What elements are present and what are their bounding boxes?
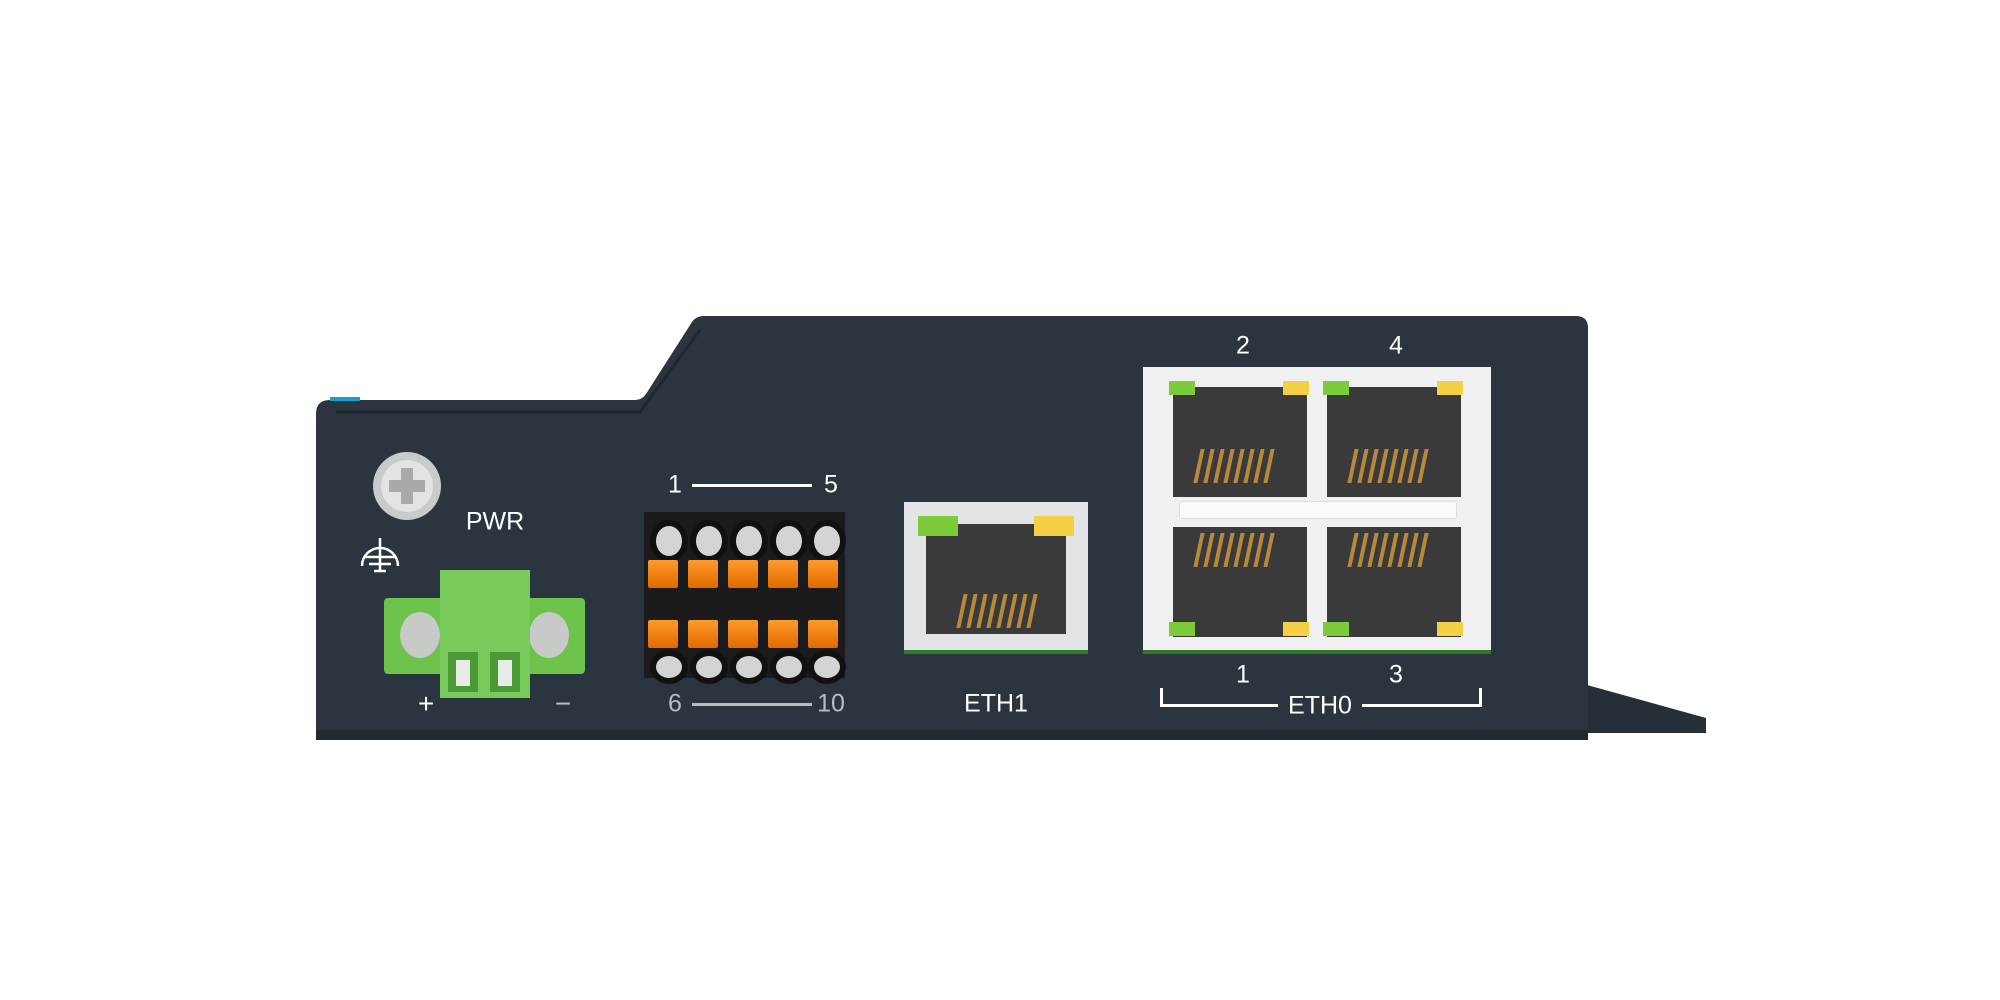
io-bottom-start: 6 — [668, 689, 682, 718]
eth0-port-1-label: 1 — [1236, 660, 1250, 689]
eth0-port-4-label: 4 — [1389, 331, 1403, 360]
eth0-port-2[interactable] — [1173, 387, 1307, 497]
plus-label: + — [417, 688, 435, 719]
io-bottom-line — [692, 703, 812, 706]
eth1-label: ETH1 — [964, 689, 1028, 718]
io-terminal-block[interactable] — [644, 512, 846, 684]
ground-symbol-icon — [360, 538, 400, 573]
pwr-label: PWR — [465, 507, 525, 536]
eth0-port-3-label: 3 — [1389, 660, 1403, 689]
eth1-link-led — [918, 516, 958, 536]
eth0-port-4[interactable] — [1327, 387, 1461, 497]
eth1-port[interactable] — [904, 502, 1088, 654]
eth0-port-3[interactable] — [1327, 527, 1461, 637]
mounting-flange — [1587, 685, 1706, 733]
io-top-line — [692, 484, 812, 487]
eth0-port-2-label: 2 — [1236, 331, 1250, 360]
io-top-end: 5 — [824, 470, 838, 499]
screw-left-icon — [400, 612, 440, 658]
io-top-start: 1 — [668, 470, 682, 499]
eth0-port-block — [1143, 367, 1491, 654]
io-bottom-end: 10 — [817, 689, 845, 718]
eth0-port-1[interactable] — [1173, 527, 1307, 637]
power-connector[interactable] — [384, 570, 585, 698]
screw-right-icon — [529, 612, 569, 658]
minus-label: − — [554, 688, 572, 719]
eth0-label: ETH0 — [1278, 691, 1362, 721]
eth1-activity-led — [1034, 516, 1074, 536]
